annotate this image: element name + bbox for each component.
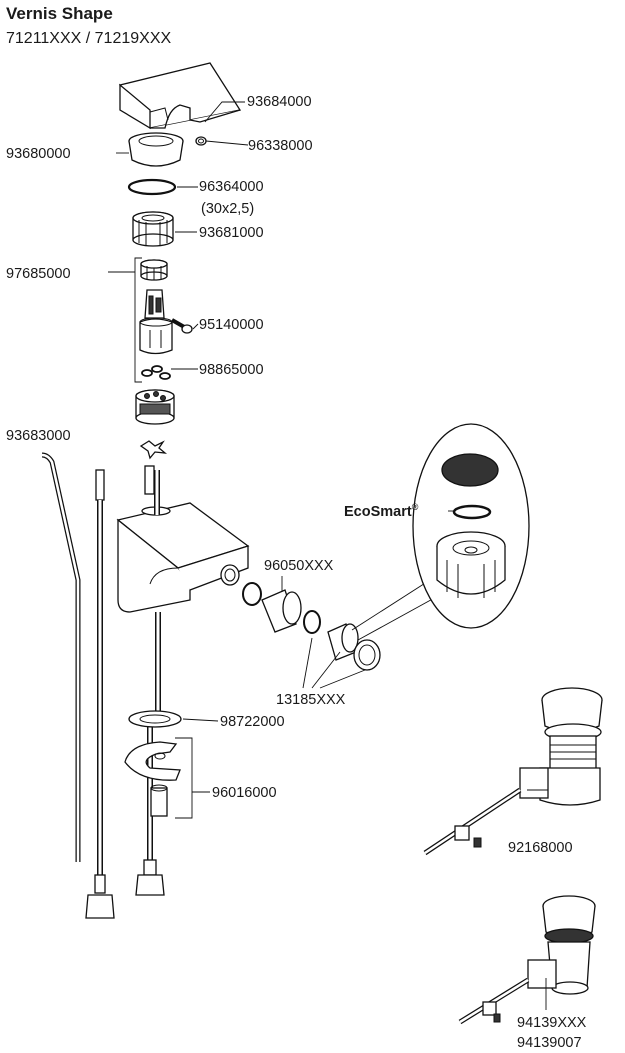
label-96050xxx: 96050XXX [264,558,334,574]
fixing-bracket-part [124,741,181,817]
cartridge-part [139,289,173,355]
o-ring-part [127,178,177,196]
label-93683000: 93683000 [6,428,71,444]
label-97685000: 97685000 [6,266,71,282]
label-98865000: 98865000 [199,362,264,378]
aerator-parts [242,582,381,671]
grub-screw-part [195,136,207,146]
threaded-nut-part [132,211,174,247]
label-98722000: 98722000 [220,714,285,730]
threaded-rod-part [154,470,161,720]
label-93681000: 93681000 [199,225,264,241]
label-94139xxx: 94139XXX [517,1015,587,1031]
label-92168000: 92168000 [508,840,573,856]
product-article-numbers: 71211XXX / 71219XXX [6,30,172,47]
clip-part [139,440,168,460]
label-94139007: 94139007 [517,1035,582,1051]
label-96016000: 96016000 [212,785,277,801]
cartridge-ring-part [140,259,168,281]
cartridge-base-part [135,389,175,425]
label-13185xxx: 13185XXX [276,692,346,708]
mixer-body-part [116,502,250,613]
handle-part [118,62,242,130]
label-96364000-size: (30x2,5) [201,201,254,217]
product-title: Vernis Shape [6,4,113,23]
label-95140000: 95140000 [199,317,264,333]
supply-hose-left-part [85,469,115,919]
screw-part [171,318,193,334]
pop-up-waste-part [423,687,603,856]
label-96364000: 96364000 [199,179,264,195]
label-96338000: 96338000 [248,138,313,154]
mounting-washer-part [128,710,182,728]
label-93680000: 93680000 [6,146,71,162]
push-open-waste-part [458,895,596,1025]
flexible-hose-part [41,452,81,862]
cartridge-seals-part [141,365,171,380]
ecosmart-detail [412,423,530,629]
ecosmart-label: EcoSmart® [344,502,419,520]
cover-cap-part [128,132,184,167]
label-93684000: 93684000 [247,94,312,110]
